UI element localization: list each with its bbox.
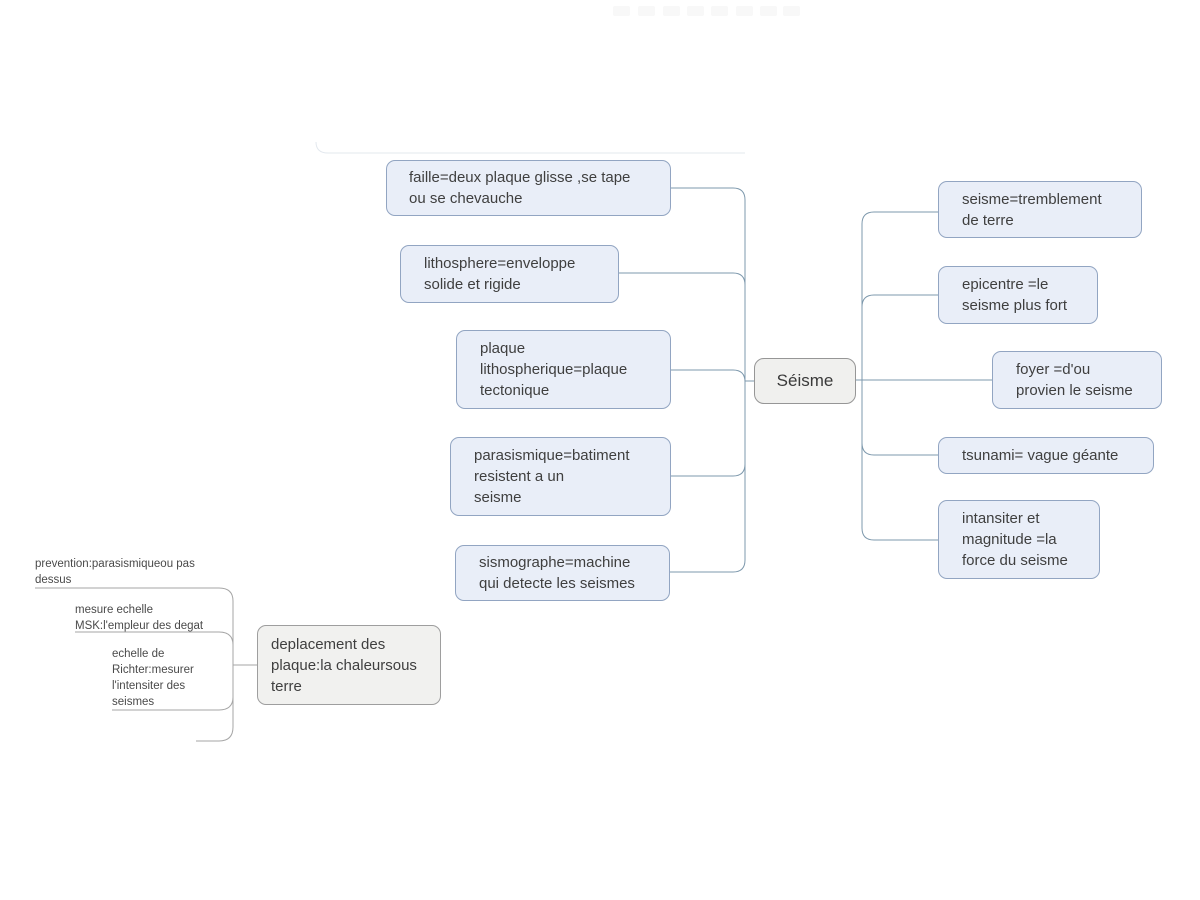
connector-msk bbox=[75, 631, 234, 646]
topic-sismographe[interactable]: sismographe=machine qui detecte les seis… bbox=[455, 545, 670, 601]
ghost-toolbar-button bbox=[711, 6, 728, 16]
ghost-toolbar-button bbox=[687, 6, 704, 16]
connector-left-spine bbox=[670, 187, 746, 573]
ghost-toolbar-button bbox=[760, 6, 777, 16]
topic-parasismique[interactable]: parasismique=batiment resistent a un sei… bbox=[450, 437, 671, 516]
connector-epicentre bbox=[861, 294, 938, 308]
topic-deplacement-plaque[interactable]: deplacement des plaque:la chaleursous te… bbox=[257, 625, 441, 705]
central-topic-seisme[interactable]: Séisme bbox=[754, 358, 856, 404]
topic-lithosphere[interactable]: lithosphere=enveloppe solide et rigide bbox=[400, 245, 619, 303]
ghost-toolbar-button bbox=[736, 6, 753, 16]
topic-foyer[interactable]: foyer =d'ou provien le seisme bbox=[992, 351, 1162, 409]
topic-plaque-lithospherique[interactable]: plaque lithospherique=plaque tectonique bbox=[456, 330, 671, 409]
connector-tsunami bbox=[861, 442, 938, 456]
connector-prevention bbox=[35, 587, 234, 602]
connector-empty-child bbox=[196, 726, 234, 742]
connector-richter bbox=[112, 696, 234, 711]
ghost-guideline bbox=[315, 141, 745, 154]
topic-faille[interactable]: faille=deux plaque glisse ,se tape ou se… bbox=[386, 160, 671, 216]
connector-plaque bbox=[671, 369, 746, 383]
ghost-toolbar-button bbox=[613, 6, 630, 16]
topic-tsunami[interactable]: tsunami= vague géante bbox=[938, 437, 1154, 474]
child-topic-echelle-richter[interactable]: echelle de Richter:mesurer l'intensiter … bbox=[112, 648, 194, 708]
topic-intansiter-magnitude[interactable]: intansiter et magnitude =la force du sei… bbox=[938, 500, 1100, 579]
child-topic-prevention[interactable]: prevention:parasismiqueou pas dessus bbox=[35, 558, 195, 586]
ghost-toolbar-button bbox=[638, 6, 655, 16]
topic-seisme-tremblement[interactable]: seisme=tremblement de terre bbox=[938, 181, 1142, 238]
ghost-toolbar-button bbox=[663, 6, 680, 16]
connector-parasismique bbox=[671, 463, 746, 477]
child-topic-mesure-msk[interactable]: mesure echelle MSK:l'empleur des degat bbox=[75, 604, 204, 632]
connector-lithosphere bbox=[619, 272, 746, 286]
ghost-toolbar-button bbox=[783, 6, 800, 16]
connector-right-spine bbox=[861, 211, 938, 541]
topic-epicentre[interactable]: epicentre =le seisme plus fort bbox=[938, 266, 1098, 324]
